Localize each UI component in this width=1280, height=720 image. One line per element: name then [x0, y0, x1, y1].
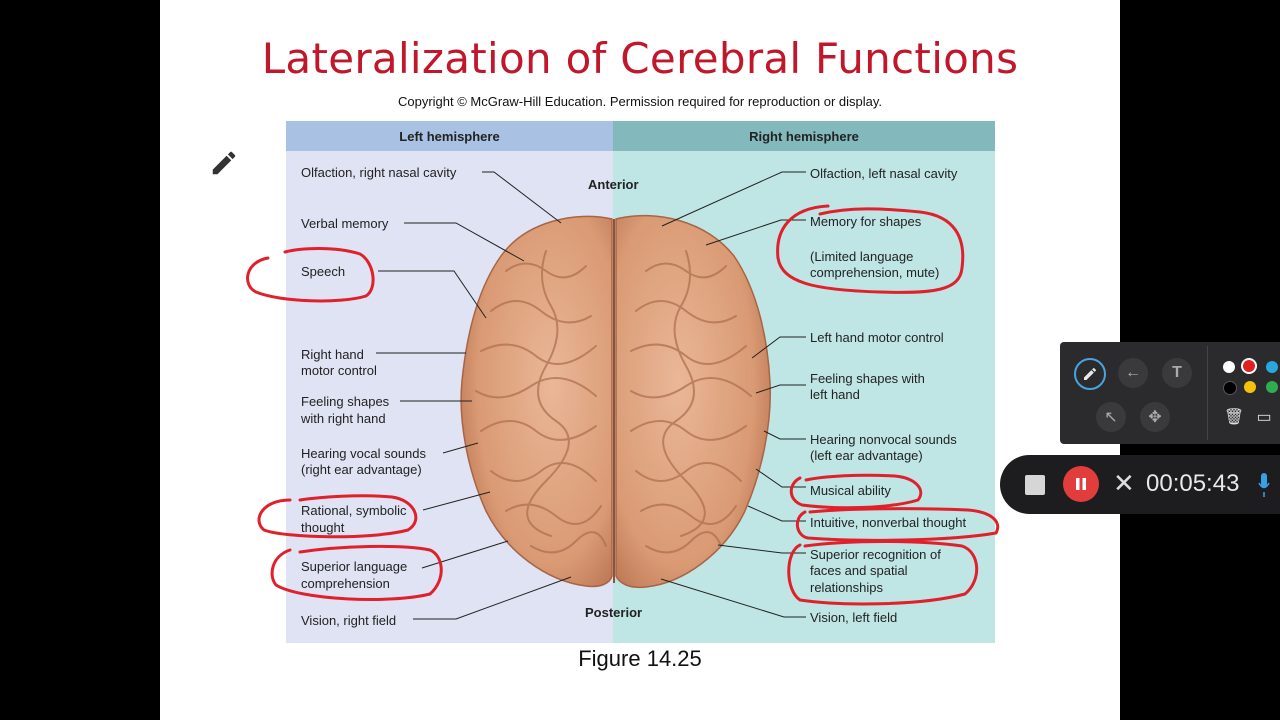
- label-rational-thought-1: Rational, symbolic: [301, 503, 407, 518]
- slide: Lateralization of Cerebral Functions Cop…: [160, 0, 1120, 720]
- label-musical-ability: Musical ability: [810, 483, 891, 498]
- screen-button[interactable]: ▭: [1251, 404, 1277, 430]
- brain-figure: Left hemisphere Right hemisphere: [286, 121, 995, 643]
- brain-gyri: [475, 250, 752, 554]
- stop-button[interactable]: [1025, 475, 1045, 495]
- label-intuitive-thought: Intuitive, nonverbal thought: [810, 515, 967, 530]
- screen-icon: ▭: [1256, 409, 1272, 426]
- recording-timer: 00:05:43: [1146, 470, 1240, 497]
- delete-button[interactable]: 🗑: [1221, 404, 1247, 430]
- left-leader-lines: [376, 171, 572, 620]
- arrow-left-icon: ←: [1125, 364, 1141, 381]
- toolbar-divider: [1207, 346, 1208, 440]
- pointer-icon: ↖: [1104, 409, 1118, 426]
- label-olfaction-right: Olfaction, right nasal cavity: [301, 165, 457, 180]
- arrow-tool-button[interactable]: ←: [1118, 358, 1148, 388]
- copyright-notice: Copyright © McGraw-Hill Education. Permi…: [397, 94, 883, 109]
- label-feeling-shapes-left-1: Feeling shapes with: [810, 371, 925, 386]
- label-hearing-nonvocal-2: (left ear advantage): [810, 448, 923, 463]
- cancel-button[interactable]: ✕: [1113, 468, 1135, 498]
- label-olfaction-left: Olfaction, left nasal cavity: [810, 166, 958, 181]
- slide-title: Lateralization of Cerebral Functions: [261, 34, 1019, 83]
- label-face-recognition-3: relationships: [810, 580, 883, 595]
- label-vision-left: Vision, left field: [810, 610, 898, 625]
- label-rational-thought-2: thought: [301, 520, 345, 535]
- label-superior-language-2: comprehension: [301, 576, 390, 591]
- move-tool-button[interactable]: ✥: [1140, 402, 1170, 432]
- color-yellow-swatch[interactable]: [1244, 381, 1256, 393]
- right-hemisphere-header-label: Right hemisphere: [749, 129, 859, 144]
- label-verbal-memory: Verbal memory: [301, 216, 389, 231]
- text-icon: T: [1172, 364, 1182, 381]
- move-icon: ✥: [1148, 409, 1162, 426]
- trash-icon: 🗑: [1223, 409, 1245, 426]
- label-vision-right: Vision, right field: [301, 613, 397, 628]
- left-hemisphere-header: Left hemisphere: [286, 121, 613, 151]
- pencil-tool-button[interactable]: [1074, 358, 1106, 390]
- color-blue-swatch[interactable]: [1266, 361, 1278, 373]
- right-hemisphere-header: Right hemisphere: [613, 121, 995, 151]
- label-limited-language-1: (Limited language: [810, 249, 914, 264]
- label-feeling-shapes-right-1: Feeling shapes: [301, 394, 390, 409]
- drawing-toolbar: ← T ↖ ✥ 🗑 ▭: [1060, 342, 1280, 444]
- pause-button[interactable]: [1063, 466, 1099, 502]
- label-feeling-shapes-right-2: with right hand: [301, 411, 386, 426]
- color-green-swatch[interactable]: [1266, 381, 1278, 393]
- figure-caption: Figure 14.25: [578, 646, 702, 671]
- label-right-hand-motor-1: Right hand: [301, 347, 364, 362]
- label-right-hand-motor-2: motor control: [301, 363, 377, 378]
- label-hearing-vocal-2: (right ear advantage): [301, 462, 422, 477]
- label-face-recognition-2: faces and spatial: [810, 563, 908, 578]
- label-speech: Speech: [301, 264, 346, 279]
- close-icon: ✕: [1113, 468, 1135, 498]
- color-red-swatch[interactable]: [1243, 360, 1255, 372]
- anterior-label: Anterior: [588, 177, 639, 192]
- label-memory-shapes: Memory for shapes: [810, 214, 922, 229]
- pencil-icon: [212, 151, 236, 175]
- microphone-icon[interactable]: [1258, 471, 1270, 499]
- text-tool-button[interactable]: T: [1162, 358, 1192, 388]
- label-superior-language-1: Superior language: [301, 559, 408, 574]
- brain-illustration: [376, 171, 806, 620]
- label-face-recognition-1: Superior recognition of: [810, 547, 941, 562]
- color-white-swatch[interactable]: [1223, 361, 1235, 373]
- label-feeling-shapes-left-2: left hand: [810, 387, 860, 402]
- pause-icon: [1076, 478, 1086, 490]
- pencil-tool-indicator[interactable]: [180, 128, 268, 198]
- recording-bar: ✕ 00:05:43: [1000, 455, 1280, 514]
- pencil-icon: [1084, 367, 1097, 380]
- color-black-swatch[interactable]: [1223, 381, 1237, 395]
- left-hemisphere-header-label: Left hemisphere: [399, 129, 500, 144]
- label-left-hand-motor: Left hand motor control: [810, 330, 944, 345]
- posterior-label: Posterior: [585, 605, 643, 620]
- pointer-tool-button[interactable]: ↖: [1096, 402, 1126, 432]
- label-hearing-vocal-1: Hearing vocal sounds: [301, 446, 427, 461]
- label-hearing-nonvocal-1: Hearing nonvocal sounds: [810, 432, 957, 447]
- label-limited-language-2: comprehension, mute): [810, 265, 940, 280]
- brain-left-hemisphere: [460, 215, 613, 588]
